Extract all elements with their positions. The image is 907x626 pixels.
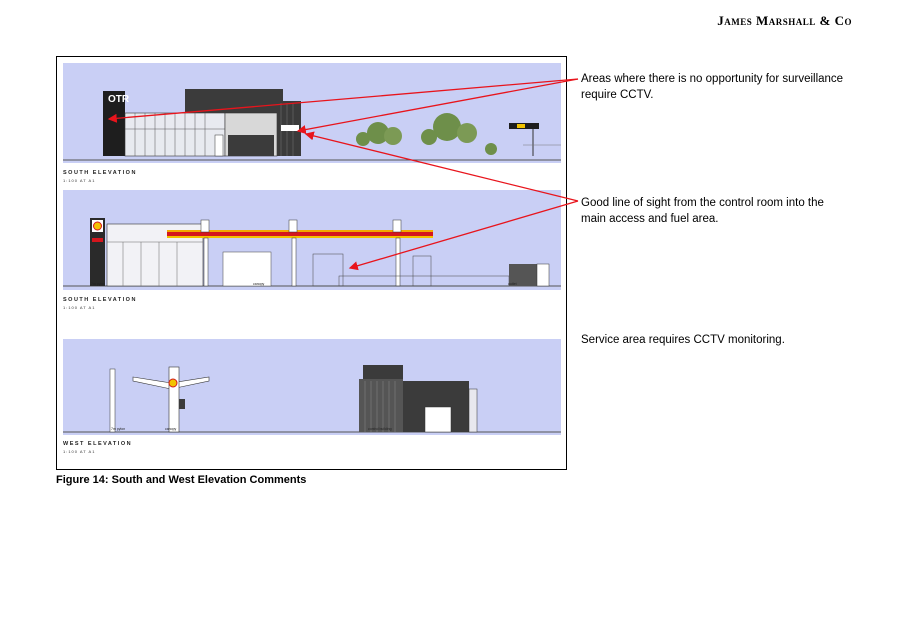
outlet-label: outlet bbox=[508, 282, 517, 286]
south-elevation-panel-2: canopy 7m pylon outlet bbox=[63, 190, 561, 290]
panel-3-scale: 1:100 AT A1 bbox=[63, 449, 96, 454]
pylon-label-2: 7m pylon bbox=[111, 427, 126, 431]
panel-2-title: SOUTH ELEVATION bbox=[63, 297, 137, 303]
company-name: James Marshall & Co bbox=[717, 13, 852, 28]
canopy-label-2: canopy bbox=[165, 427, 177, 431]
otr-sign-text: OTR bbox=[108, 94, 130, 105]
canopy-label-1: canopy bbox=[253, 282, 265, 286]
figure-frame: OTR SOUTH ELEVATION 1:100 AT A1 bbox=[56, 56, 567, 470]
comment-service-area: Service area requires CCTV monitoring. bbox=[581, 334, 785, 346]
comment-line-of-sight: Good line of sight from the control room… bbox=[581, 197, 824, 225]
west-elevation-drawing bbox=[63, 365, 561, 433]
west-elevation-panel: 7m pylon canopy control building bbox=[63, 339, 561, 435]
panel-1-title: SOUTH ELEVATION bbox=[63, 170, 137, 176]
pylon-label-1: 7m pylon bbox=[91, 282, 106, 286]
figure-caption: Figure 14: South and West Elevation Comm… bbox=[56, 474, 307, 486]
panel-1-scale: 1:100 AT A1 bbox=[63, 178, 96, 183]
south-elevation-drawing-2 bbox=[63, 218, 561, 287]
south-elevation-panel-1: OTR bbox=[63, 63, 561, 163]
south-elevation-drawing-1 bbox=[63, 89, 561, 161]
panel-3-title: WEST ELEVATION bbox=[63, 441, 133, 447]
control-building-label: control building bbox=[368, 427, 392, 431]
panel-2-scale: 1:100 AT A1 bbox=[63, 305, 96, 310]
comment-surveillance: Areas where there is no opportunity for … bbox=[581, 73, 844, 101]
